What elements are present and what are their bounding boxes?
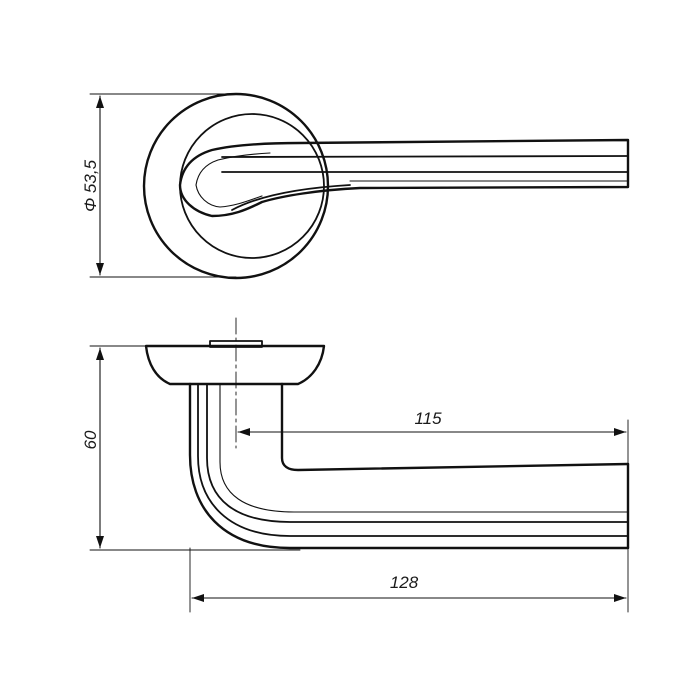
diameter-label: Φ 53,5 (81, 159, 100, 212)
height-label: 60 (81, 430, 100, 449)
top-view: Φ 53,5 (81, 92, 630, 280)
lever-side-outer (188, 382, 630, 550)
lever-top-neck (231, 184, 351, 211)
lever-top-inner-outline (195, 152, 271, 186)
reach-label: 115 (414, 409, 442, 428)
lever-top-outline (178, 138, 630, 218)
lever-top-inner-curve (195, 184, 263, 208)
lever-side-inner (280, 382, 630, 472)
length-label: 128 (390, 573, 419, 592)
rose-side-profile (144, 344, 326, 386)
rose-inner-circle (179, 113, 325, 259)
lever-side-groove-3 (197, 383, 629, 537)
side-view: 60 115 128 (81, 317, 630, 613)
rose-outer-circle (142, 92, 330, 280)
lever-side-groove-1 (206, 383, 629, 523)
lever-side-groove-2 (219, 383, 629, 513)
lever-top-groove-1 (221, 155, 629, 158)
